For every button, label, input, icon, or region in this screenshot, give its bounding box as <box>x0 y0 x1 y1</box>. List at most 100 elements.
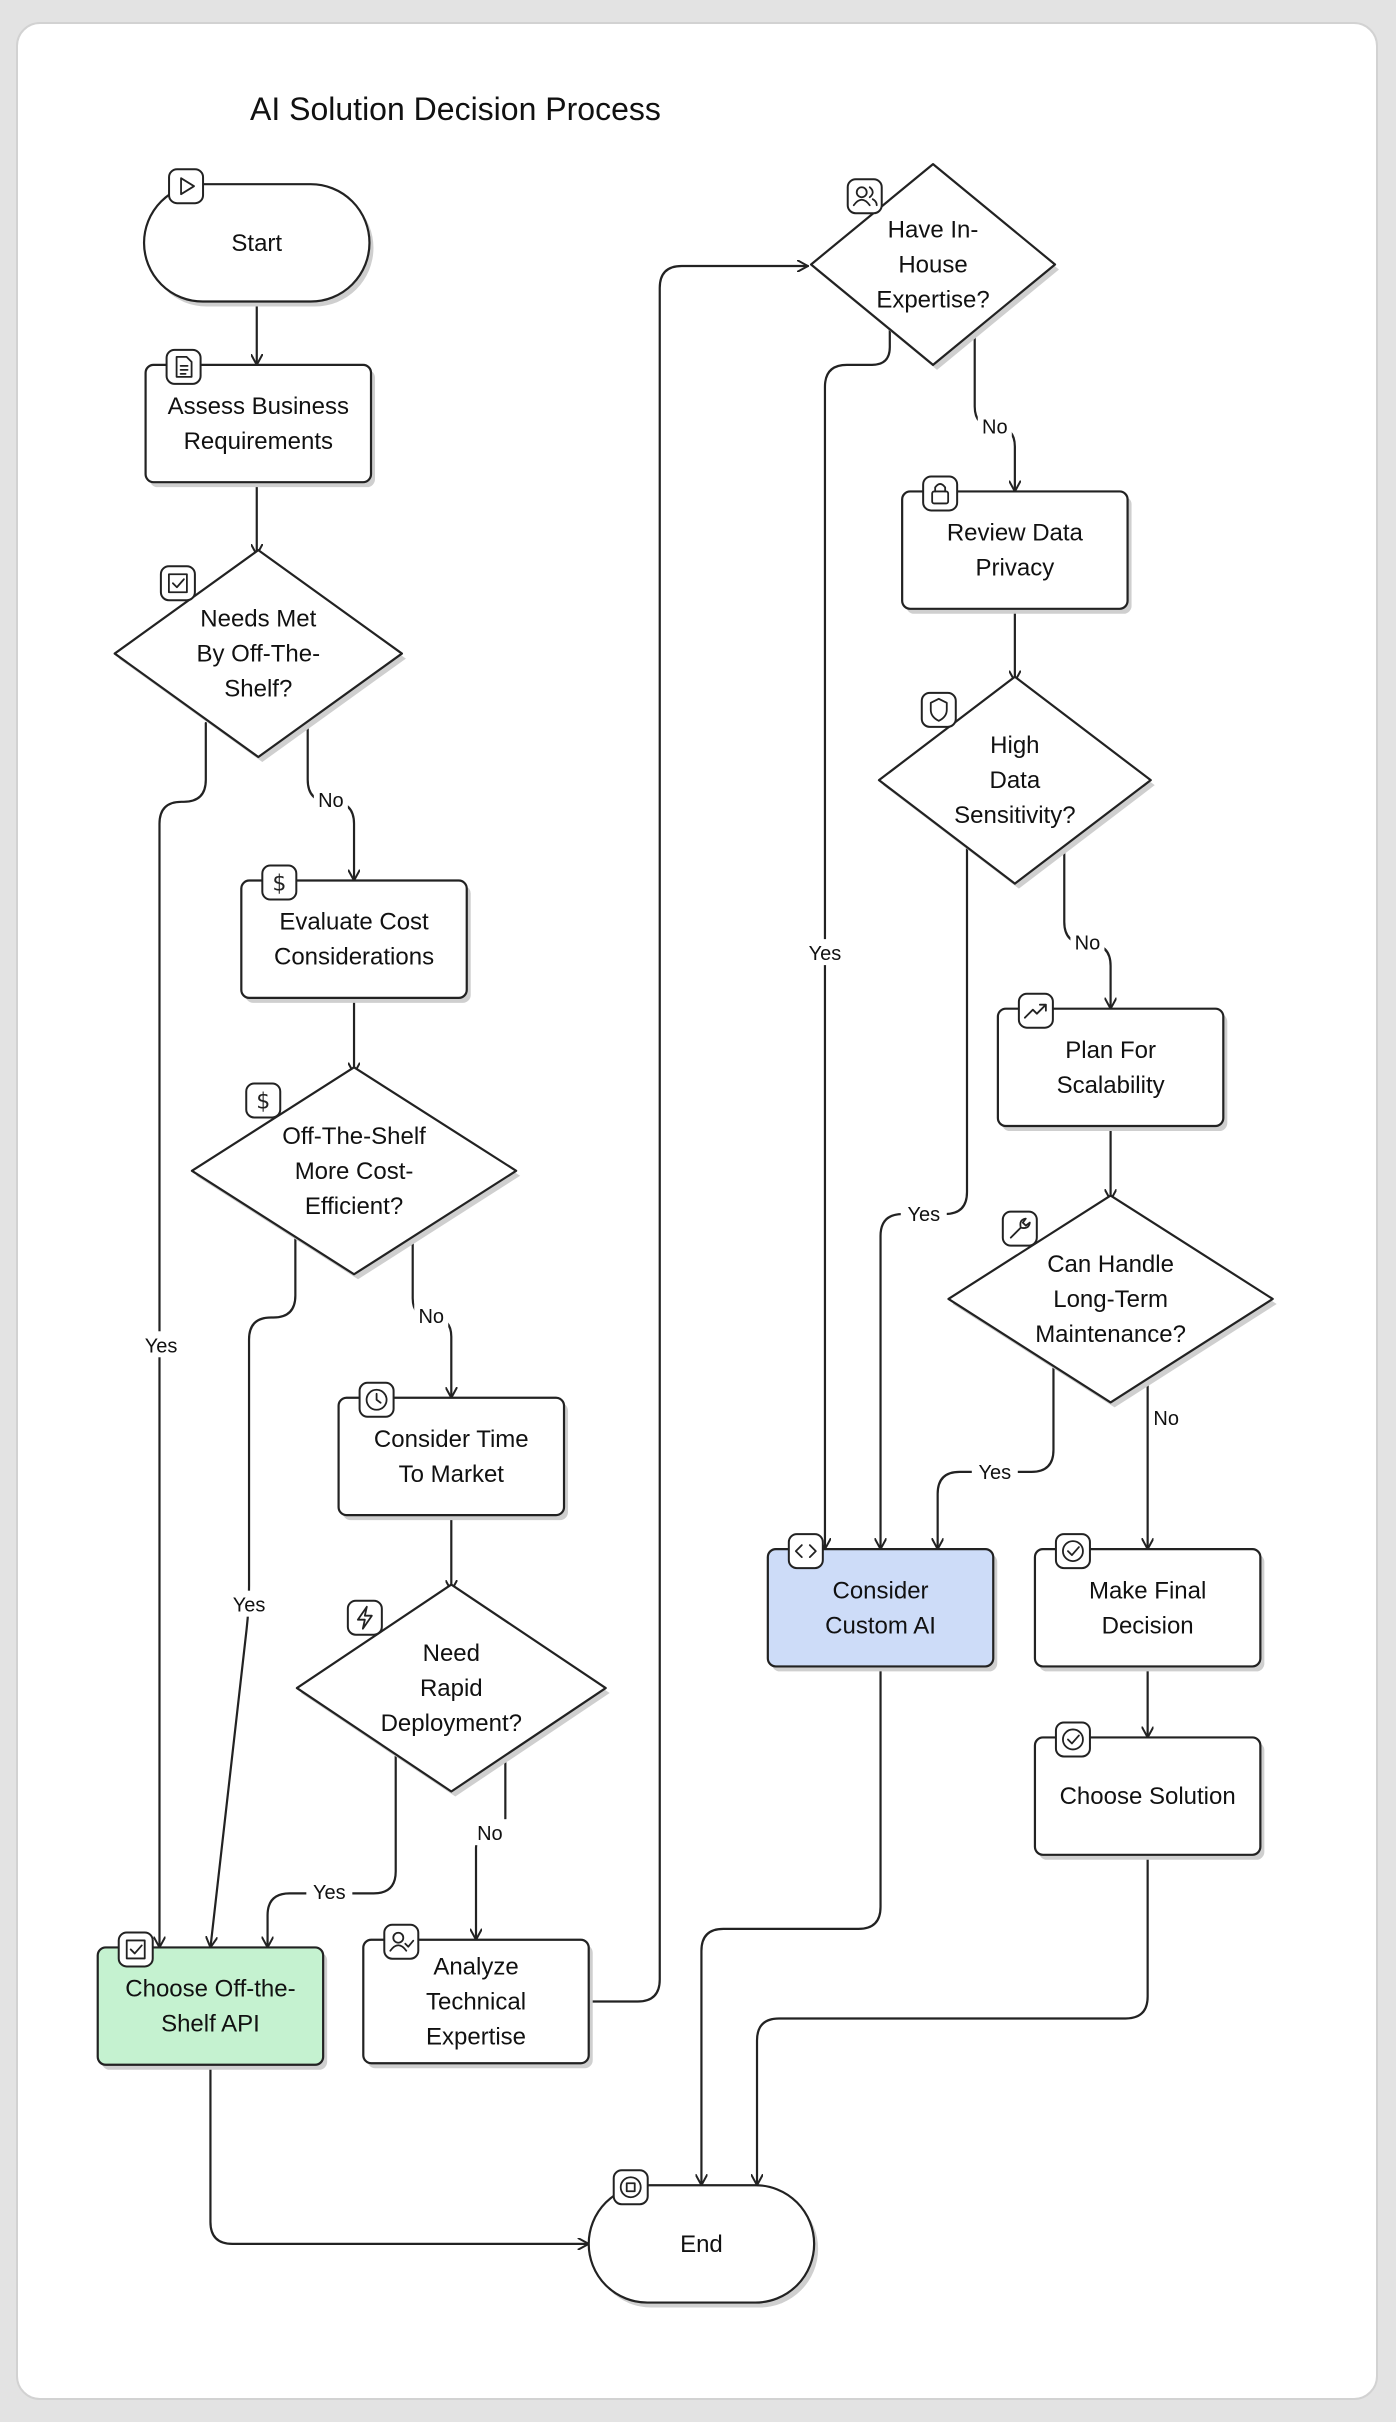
decision-shape <box>113 549 403 759</box>
svg-text:Yes: Yes <box>809 943 842 965</box>
node-sens-label-line: Data <box>990 767 1041 794</box>
node-sens-label-line: High <box>990 732 1039 759</box>
edge-label-inhouse-to-privacy: No <box>977 412 1012 439</box>
edge-label-sens-to-scal: No <box>1070 928 1105 955</box>
process-shape <box>1033 1547 1262 1668</box>
node-final-label-line: Make Final <box>1089 1577 1206 1604</box>
edge-label-rapid-to-offshelf: Yes <box>306 1877 353 1904</box>
edge-label-costeff-to-ttm: No <box>414 1301 449 1328</box>
process-shape <box>96 1946 325 2066</box>
edge-needs-to-offshelf <box>159 721 207 1949</box>
svg-text:Yes: Yes <box>313 1882 346 1904</box>
node-rapid-label-line: Rapid <box>420 1675 483 1702</box>
node-offshelf[interactable]: Choose Off-the-Shelf API <box>96 1931 328 2070</box>
document-icon <box>165 348 202 385</box>
edge-label-maint-to-custom: Yes <box>971 1457 1018 1484</box>
node-scal-label-line: Plan For <box>1065 1037 1156 1064</box>
process-shape <box>901 490 1129 610</box>
node-maint-label-line: Can Handle <box>1047 1251 1174 1278</box>
decision-shape <box>190 1066 518 1276</box>
process-shape <box>144 363 373 484</box>
node-ttm-label-line: Consider Time <box>374 1426 529 1453</box>
stop-icon <box>612 2169 649 2206</box>
node-costeff-label-line: Efficient? <box>305 1193 403 1220</box>
node-sens-label-line: Sensitivity? <box>954 802 1075 829</box>
svg-text:Yes: Yes <box>978 1462 1011 1484</box>
node-start-label-line: Start <box>231 230 282 257</box>
users-icon <box>846 178 883 215</box>
check-circle-icon <box>1054 1533 1091 1570</box>
node-needs-label-line: Shelf? <box>224 676 292 703</box>
svg-text:Yes: Yes <box>233 1595 266 1617</box>
edge-offshelf-to-end <box>209 2063 590 2244</box>
node-final-label-line: Decision <box>1102 1612 1194 1639</box>
process-shape <box>996 1007 1225 1128</box>
decision-shape <box>809 163 1057 366</box>
diagram-title: AI Solution Decision Process <box>250 91 661 127</box>
node-custom-label-line: Consider <box>833 1577 929 1604</box>
decision-shape <box>295 1583 607 1793</box>
edge-label-maint-to-final: No <box>1149 1403 1184 1430</box>
edge-label-costeff-to-offshelf: Yes <box>226 1590 273 1617</box>
svg-text:No: No <box>982 417 1008 439</box>
node-rapid-label-line: Deployment? <box>381 1710 522 1737</box>
node-needs-label-line: Needs Met <box>200 606 316 633</box>
node-maint-label-line: Long-Term <box>1053 1286 1168 1313</box>
svg-text:No: No <box>1075 932 1101 954</box>
check-circle-icon <box>1054 1721 1091 1758</box>
edge-label-sens-to-custom: Yes <box>900 1200 947 1227</box>
code-icon <box>787 1533 824 1570</box>
svg-text:No: No <box>1153 1408 1179 1430</box>
node-offshelf-label-line: Shelf API <box>161 2011 260 2038</box>
node-end[interactable]: End <box>587 2169 819 2308</box>
node-inhouse-label-line: Expertise? <box>876 286 989 313</box>
node-choose-label-line: Choose Solution <box>1060 1783 1236 1810</box>
node-end-label-line: End <box>680 2231 723 2258</box>
decision-shape <box>947 1194 1274 1404</box>
node-needs[interactable]: Needs Met By Off-The- Shelf? <box>113 549 406 763</box>
decision-shape <box>877 675 1152 885</box>
node-choose[interactable]: Choose Solution <box>1033 1721 1265 1860</box>
edge-rapid-to-offshelf <box>268 1754 397 1949</box>
process-shape <box>1033 1736 1262 1856</box>
lock-icon <box>922 475 959 512</box>
edge-rapid-to-analyze <box>476 1754 507 1941</box>
process-shape <box>337 1396 566 1517</box>
dollar-icon: $ <box>261 864 298 901</box>
node-inhouse-label-line: House <box>898 251 967 278</box>
user-check-icon <box>383 1923 420 1960</box>
node-privacy-label-line: Privacy <box>976 555 1055 582</box>
node-costeff-label-line: More Cost- <box>295 1158 414 1185</box>
svg-text:Yes: Yes <box>907 1204 940 1226</box>
edge-label-needs-to-offshelf: Yes <box>138 1331 185 1358</box>
wrench-icon <box>1001 1210 1038 1247</box>
edge-analyze-to-inhouse <box>587 266 810 2003</box>
process-shape <box>766 1547 995 1668</box>
clock-icon <box>358 1381 395 1418</box>
node-scal-label-line: Scalability <box>1057 1072 1165 1099</box>
lightning-icon <box>346 1599 383 1636</box>
node-inhouse-label-line: Have In- <box>888 216 979 243</box>
svg-text:No: No <box>418 1306 444 1328</box>
node-start[interactable]: Start <box>142 168 374 307</box>
node-cost-label-line: Considerations <box>274 944 434 971</box>
node-custom-label-line: Custom AI <box>825 1612 936 1639</box>
node-needs-label-line: By Off-The- <box>197 641 321 668</box>
edge-custom-to-end <box>701 1665 882 2187</box>
edge-inhouse-to-custom <box>825 328 891 1551</box>
